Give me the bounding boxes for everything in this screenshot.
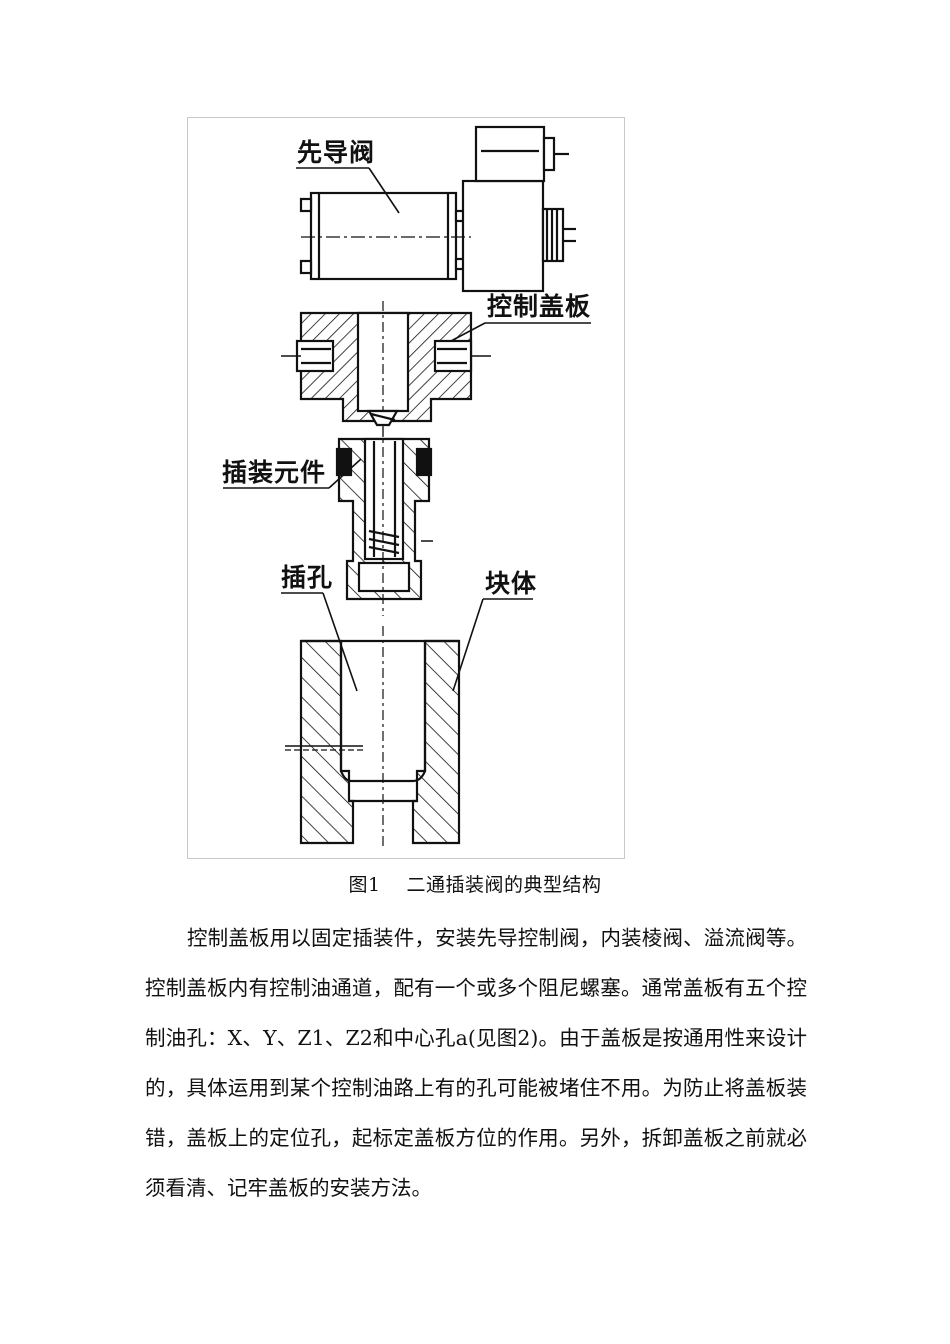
valve-structure-diagram: 先导阀 控制盖板 插装元件 插孔 块体 [222,125,591,846]
block-body-drawing [285,626,461,846]
figure-caption: 图1 二通插装阀的典型结构 [0,870,950,897]
cartridge-element-drawing [335,426,433,616]
body-text: 控制盖板用以固定插装件，安装先导控制阀，内装棱阀、溢流阀等。控制盖板内有控制油通… [145,913,807,1213]
label-control-cover: 控制盖板 [487,292,591,321]
paragraph: 控制盖板用以固定插装件，安装先导控制阀，内装棱阀、溢流阀等。控制盖板内有控制油通… [145,926,807,1200]
pilot-valve-drawing [299,125,576,293]
label-block: 块体 [485,569,537,598]
label-insert-hole: 插孔 [281,563,333,592]
caption-number: 图1 [348,874,381,896]
figure-frame: 先导阀 控制盖板 插装元件 插孔 块体 [187,117,625,859]
leader-lines [223,167,591,692]
caption-text: 二通插装阀的典型结构 [406,874,602,896]
label-cartridge-element: 插装元件 [222,458,326,487]
control-cover-drawing [281,301,491,441]
label-pilot-valve: 先导阀 [297,138,375,167]
